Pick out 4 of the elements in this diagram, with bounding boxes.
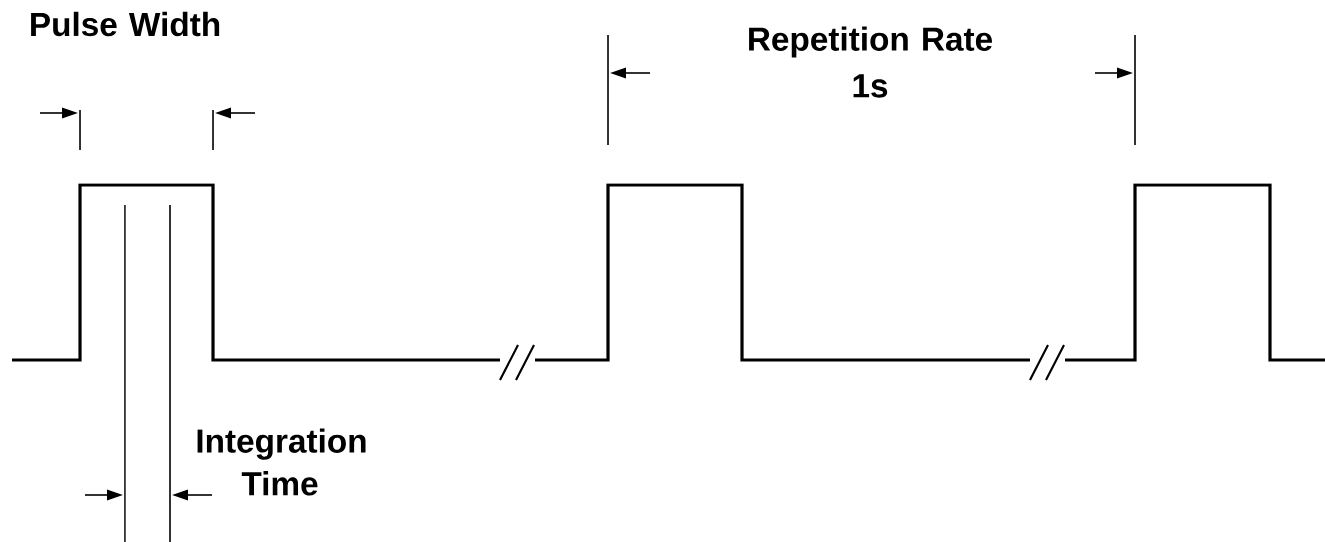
dimension-label: Repetition Rate — [749, 26, 992, 58]
dimension-label: 1s — [853, 74, 888, 98]
dimension-label: Integration Time — [197, 428, 366, 496]
dimension-label: Pulse Width — [31, 11, 220, 37]
